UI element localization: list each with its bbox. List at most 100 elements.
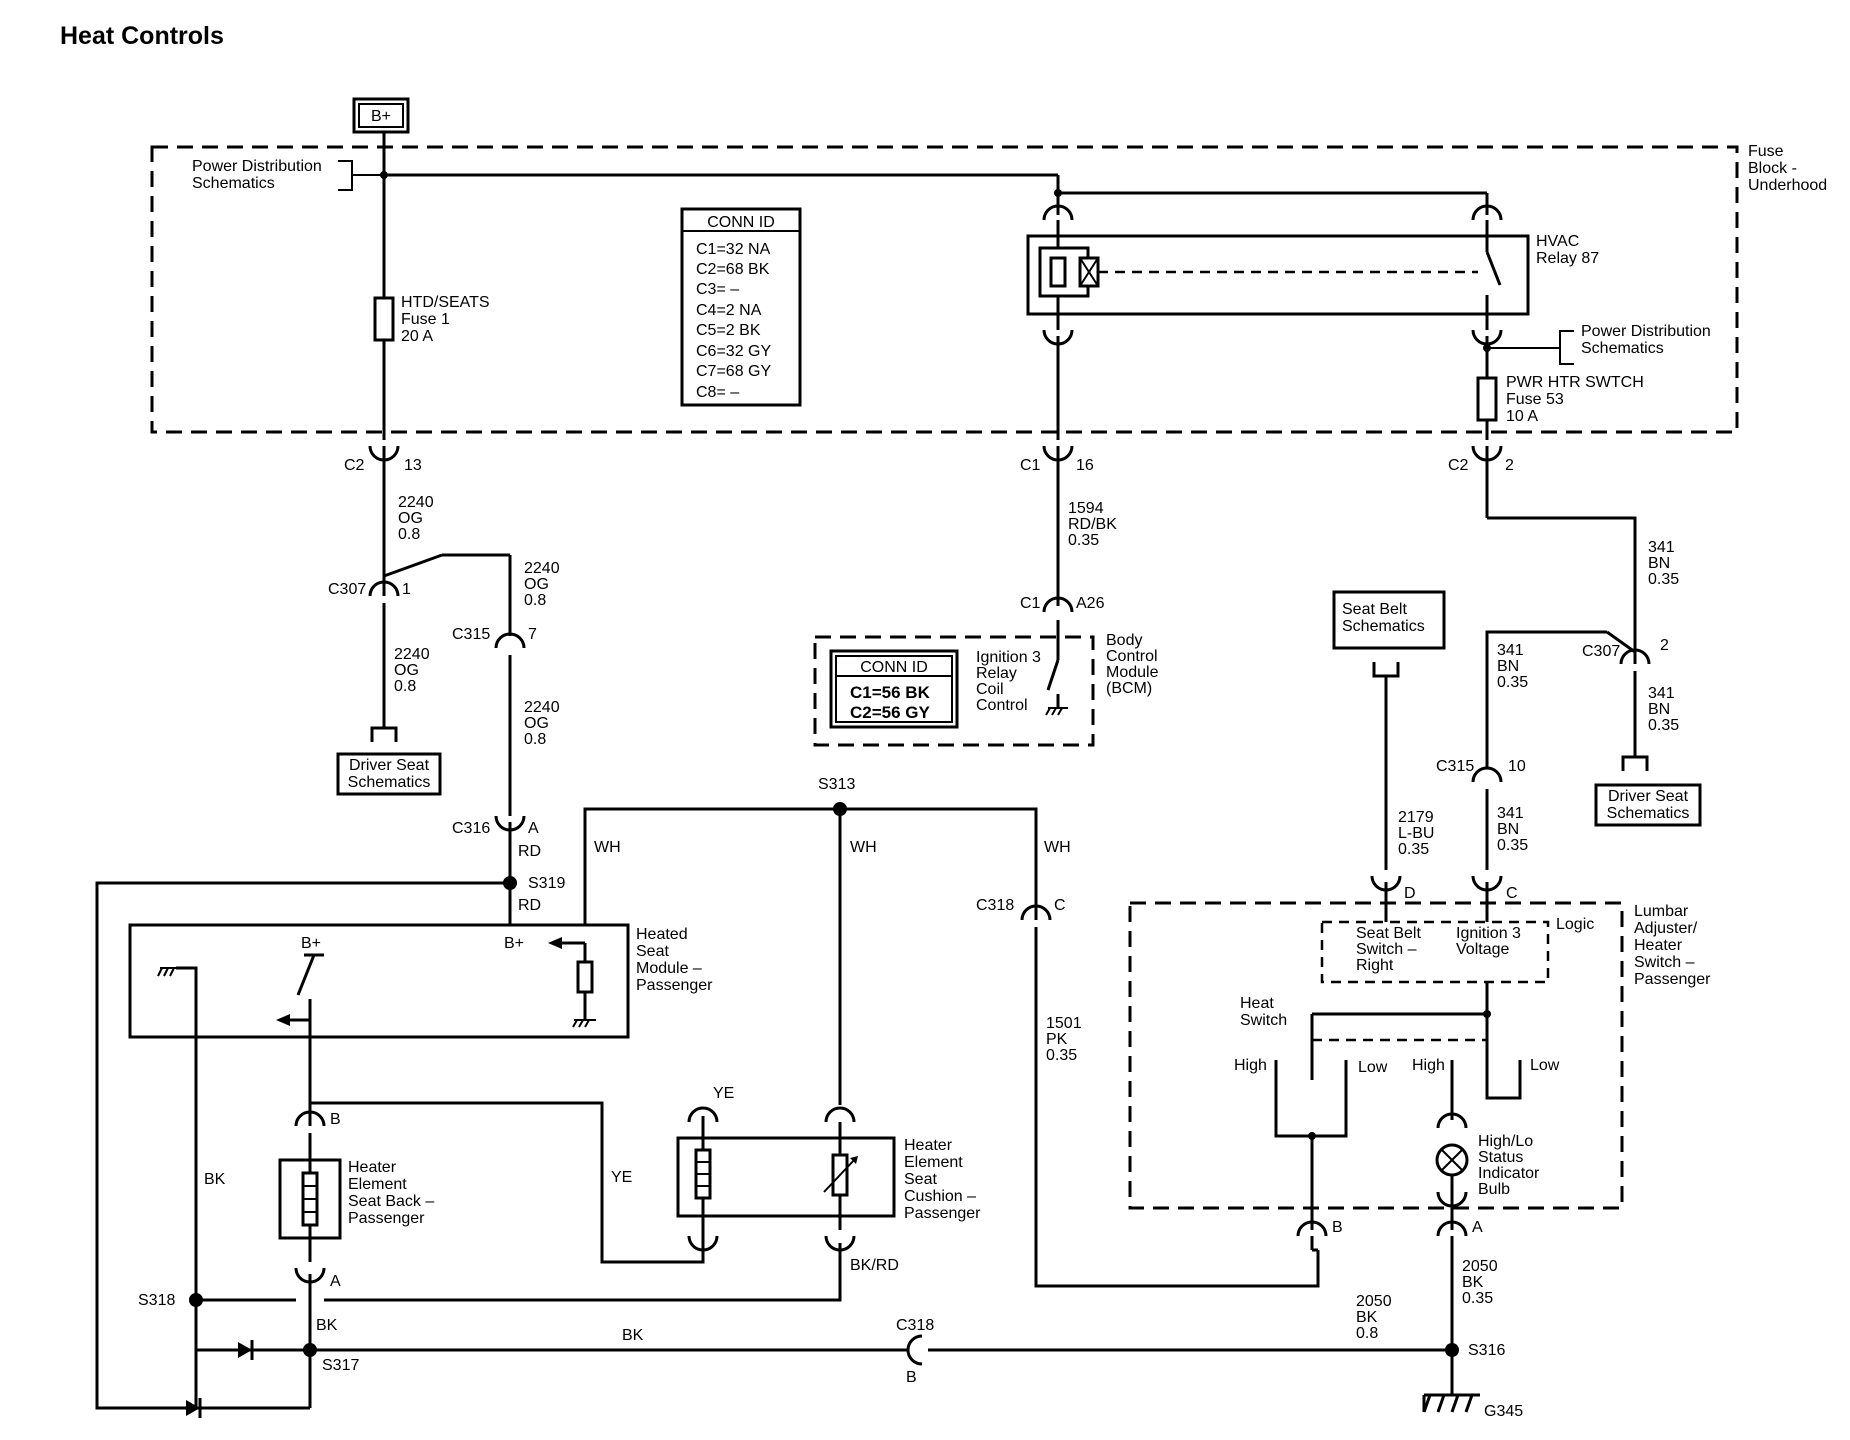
driver-seat-schematics-right-ref[interactable]: Driver Seat Schematics [1594, 783, 1702, 827]
wire-ye-1: YE [611, 1169, 632, 1186]
wire-1501-3: 0.35 [1046, 1047, 1077, 1064]
wire-1594-2: RD/BK [1068, 516, 1117, 533]
wire-2179-2: L-BU [1398, 825, 1434, 842]
wire-1594-3: 0.35 [1068, 532, 1099, 549]
wire-2240b-1: 2240 [394, 646, 430, 663]
heater-cushion-5: Passenger [904, 1205, 981, 1222]
wire-2050b-3: 0.8 [1356, 1325, 1378, 1342]
conn-c1-pin: 16 [1076, 457, 1094, 474]
conn-id-c6: C6=32 GY [696, 343, 771, 360]
body-control-module: CONN ID C1=56 BK C2=56 GY Ignition 3 Rel… [813, 620, 1159, 747]
module-bplus-2: B+ [504, 935, 524, 952]
hvac-relay: HVAC Relay 87 [1026, 204, 1599, 346]
conn-c315-label: C315 [452, 626, 490, 643]
conn-c316-pin: A [528, 820, 539, 837]
heater-back-4: Passenger [348, 1210, 425, 1227]
bplus-label: B+ [371, 108, 391, 125]
pds-right-2: Schematics [1581, 340, 1664, 357]
switch-low-1: Low [1358, 1059, 1388, 1076]
fuse53-num: Fuse 53 [1506, 391, 1564, 408]
lumbar-pin-d: D [1404, 885, 1416, 902]
heat-switch-1: Heat [1240, 995, 1274, 1012]
wire-2240c-1: 2240 [524, 560, 560, 577]
wire-2240a-1: 2240 [398, 494, 434, 511]
bulb-1: High/Lo [1478, 1133, 1533, 1150]
heater-cushion-3: Seat [904, 1171, 937, 1188]
conn-c316-label: C316 [452, 820, 490, 837]
conn-c315b-label: C315 [1436, 758, 1474, 775]
conn-id-c8: C8= – [696, 384, 739, 401]
lumbar-line-5: Passenger [1634, 971, 1711, 988]
heater-cushion-1: Heater [904, 1137, 953, 1154]
bcm-module-4: (BCM) [1106, 680, 1152, 697]
heater-back-pin-b: B [330, 1111, 341, 1128]
ground-g345-label: G345 [1484, 1403, 1523, 1420]
driver-seat-schematics-left-ref[interactable]: Driver Seat Schematics [336, 752, 442, 796]
seat-belt-switch-2: Switch – [1356, 941, 1417, 958]
bcm-circuit-2: Relay [976, 665, 1017, 682]
wire-2179-1: 2179 [1398, 809, 1434, 826]
splice-s318: S318 [138, 1292, 175, 1309]
conn-c307b-label: C307 [1582, 643, 1620, 660]
module-line-1: Heated [636, 926, 688, 943]
wire-341d-2: BN [1497, 821, 1519, 838]
splice-s313: S313 [818, 776, 855, 793]
battery-positive: B+ [352, 97, 410, 134]
wire-2179-3: 0.35 [1398, 841, 1429, 858]
wire-2240c-3: 0.8 [524, 592, 546, 609]
pds-left-2: Schematics [192, 175, 275, 192]
conn-id-c1: C1=32 NA [696, 241, 771, 258]
conn-id-c5: C5=2 BK [696, 322, 761, 339]
lumbar-line-2: Adjuster/ [1634, 920, 1698, 937]
wire-341a-2: BN [1648, 555, 1670, 572]
bulb-2: Status [1478, 1149, 1523, 1166]
bulb-4: Bulb [1478, 1181, 1510, 1198]
bcm-circuit-3: Coil [976, 681, 1004, 698]
relay-name: HVAC [1536, 233, 1579, 250]
module-bplus-1: B+ [301, 935, 321, 952]
fuse1-name: HTD/SEATS [401, 294, 490, 311]
splice-s317: S317 [322, 1357, 359, 1374]
wire-wh-2: WH [850, 839, 877, 856]
driver-seat-right-2: Schematics [1607, 805, 1690, 822]
wire-341b-2: BN [1648, 701, 1670, 718]
fuse-block-label-1: Fuse [1748, 143, 1784, 160]
wire-341a-3: 0.35 [1648, 571, 1679, 588]
driver-seat-left-2: Schematics [348, 774, 431, 791]
lumbar-line-4: Switch – [1634, 954, 1695, 971]
seat-belt-2: Schematics [1342, 618, 1425, 635]
conn-c2b-pin: 2 [1505, 457, 1514, 474]
fuse-pwr-htr-swtch: PWR HTR SWTCH Fuse 53 10 A [1476, 374, 1644, 425]
splice-s316: S316 [1468, 1342, 1505, 1359]
lumbar-line-1: Lumbar [1634, 903, 1689, 920]
wire-2240d-2: OG [524, 715, 549, 732]
ign3-voltage-1: Ignition 3 [1456, 925, 1521, 942]
conn-id-c7: C7=68 GY [696, 363, 771, 380]
lumbar-pin-c: C [1506, 885, 1518, 902]
conn-c2b-label: C2 [1448, 457, 1469, 474]
seat-belt-schematics-ref[interactable]: Seat Belt Schematics [1332, 590, 1446, 650]
ign3-voltage-2: Voltage [1456, 941, 1509, 958]
conn-c318b-label: C318 [896, 1317, 934, 1334]
wire-341c-1: 341 [1497, 642, 1524, 659]
wire-2050a-2: BK [1462, 1274, 1484, 1291]
pds-left-1: Power Distribution [192, 158, 322, 175]
heater-cushion-2: Element [904, 1154, 963, 1171]
wire-341d-1: 341 [1497, 805, 1524, 822]
wire-rd-2: RD [518, 897, 541, 914]
wire-2240b-2: OG [394, 662, 419, 679]
conn-c318c-pin: C [1054, 897, 1066, 914]
wire-2050b-1: 2050 [1356, 1293, 1392, 1310]
wire-wh-1: WH [594, 839, 621, 856]
relay-num: Relay 87 [1536, 250, 1599, 267]
switch-high-2: High [1412, 1057, 1445, 1074]
seat-belt-1: Seat Belt [1342, 601, 1407, 618]
wire-1594-1: 1594 [1068, 500, 1104, 517]
wire-2240a-3: 0.8 [398, 526, 420, 543]
driver-seat-right-1: Driver Seat [1608, 788, 1689, 805]
wire-341c-3: 0.35 [1497, 674, 1528, 691]
switch-high-1: High [1234, 1057, 1267, 1074]
conn-c315-pin: 7 [528, 626, 537, 643]
wire-2050a-3: 0.35 [1462, 1290, 1493, 1307]
